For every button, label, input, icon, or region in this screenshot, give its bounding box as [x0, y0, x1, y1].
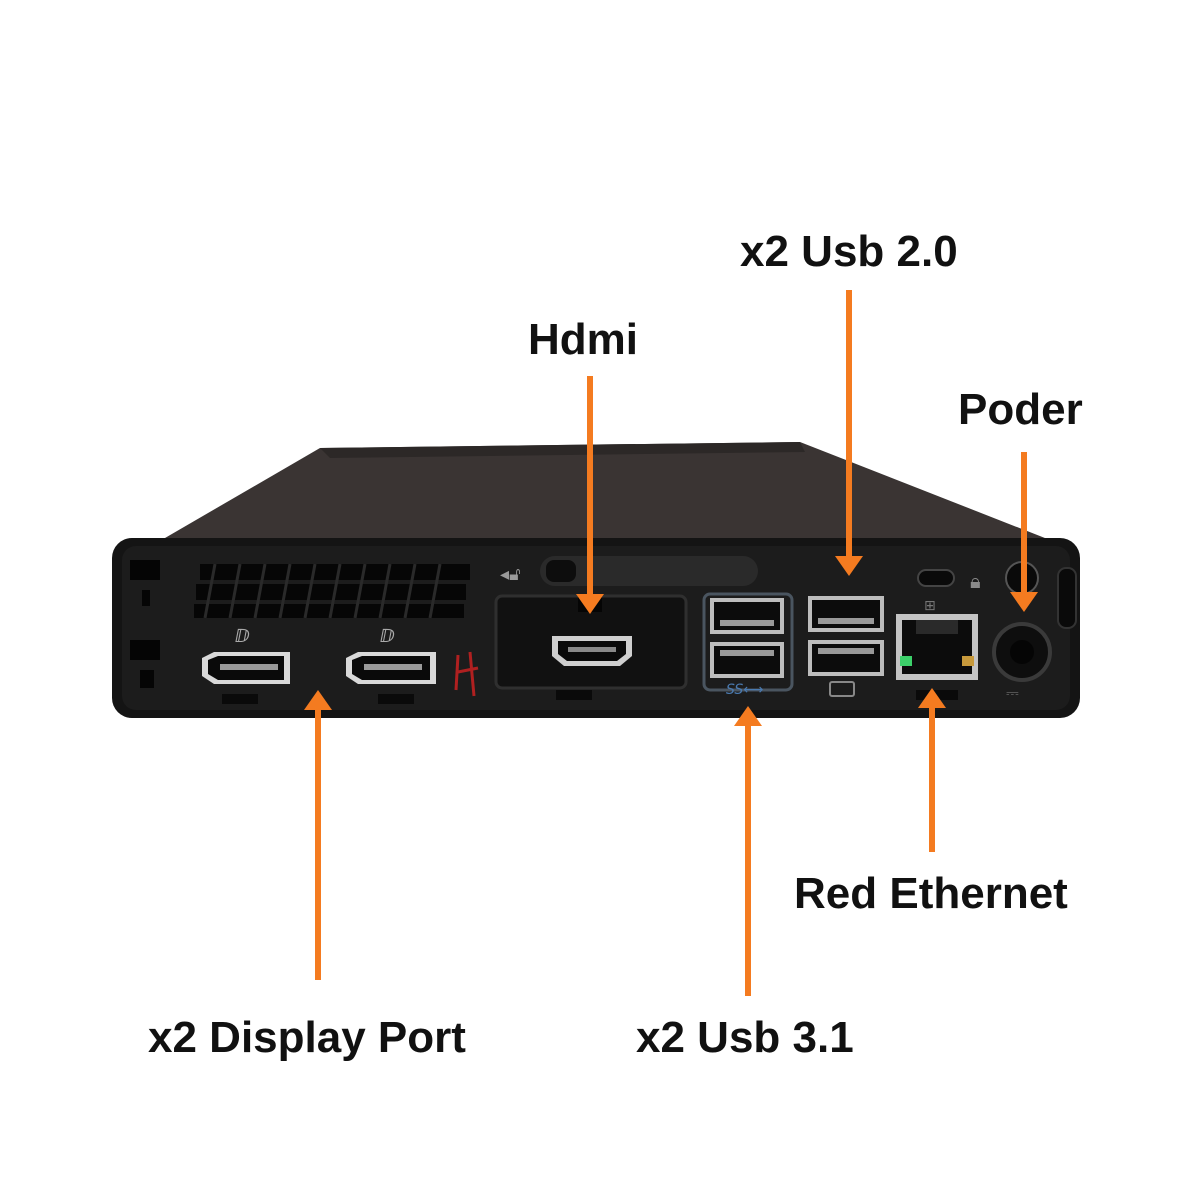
ethernet-port: [896, 614, 978, 680]
label-hdmi: Hdmi: [528, 315, 638, 364]
arrow-ethernet: [918, 688, 946, 852]
usb-2-0-port-top: [808, 596, 884, 632]
label-ethernet: Red Ethernet: [794, 869, 1068, 918]
label-power: Poder: [958, 385, 1083, 434]
arrow-power: [1010, 452, 1038, 612]
arrow-usb20: [835, 290, 863, 576]
displayport-icon: ⅅ: [235, 626, 250, 647]
label-usb-3-1: x2 Usb 3.1: [636, 1013, 854, 1062]
displayport-icon: ⅅ: [380, 626, 395, 647]
power-icon: ⎓: [1006, 683, 1019, 702]
displayport-2: [346, 652, 436, 684]
usb-icon: SS⟷: [726, 682, 763, 698]
usb-2-0-port-bottom: [808, 640, 884, 676]
keyboard-icon: [829, 681, 855, 697]
arrow-displayport: [304, 690, 332, 980]
usb-3-1-port-bottom: [710, 642, 784, 678]
power-port: [992, 622, 1052, 682]
ethernet-icon: ⊞: [924, 598, 936, 614]
chassis-top: [165, 442, 1050, 540]
arrow-usb31: [734, 706, 762, 996]
vent-grille: [194, 564, 470, 618]
label-displayport: x2 Display Port: [148, 1013, 466, 1062]
lock-icon: ◂🔓︎: [500, 564, 521, 585]
hdmi-port: [552, 636, 632, 666]
label-usb-2-0: x2 Usb 2.0: [740, 227, 958, 276]
usb-3-1-port-top: [710, 598, 784, 634]
arrow-hdmi: [576, 376, 604, 614]
displayport-1: [202, 652, 290, 684]
lock-icon: 🔒︎: [970, 569, 981, 593]
